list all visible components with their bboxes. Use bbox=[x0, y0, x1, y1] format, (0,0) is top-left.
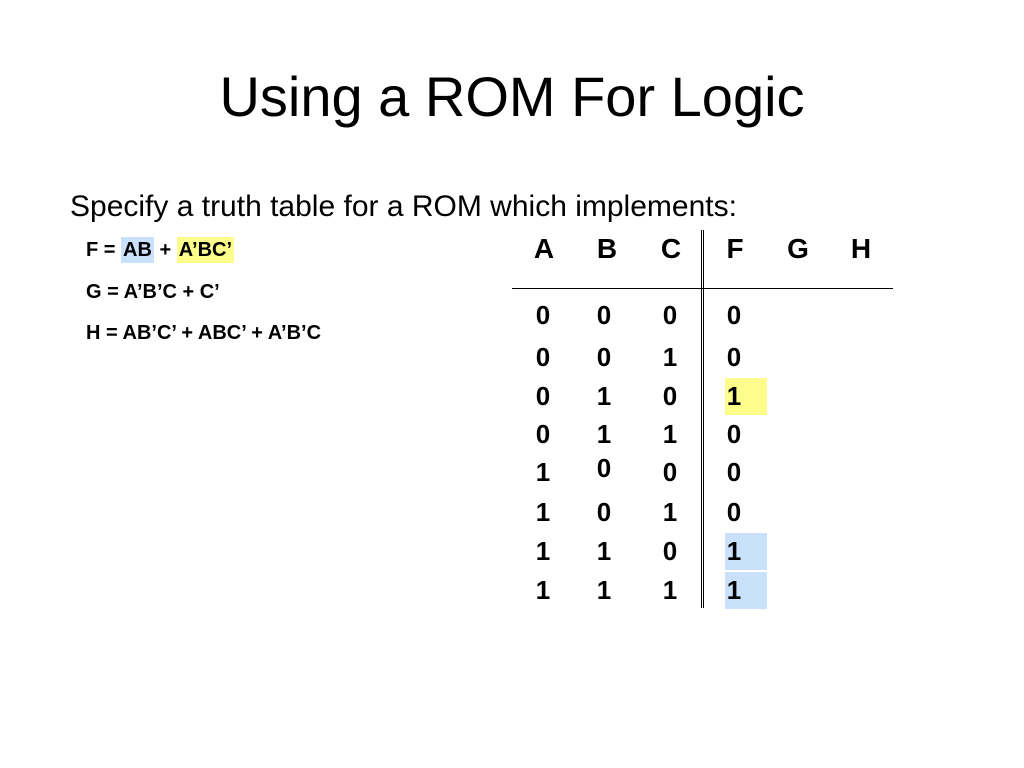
equation-f: F = AB + A’BC’ bbox=[86, 235, 235, 265]
cell-c: 1 bbox=[662, 575, 678, 605]
cell-a: 1 bbox=[535, 497, 551, 527]
cell-c: 0 bbox=[662, 457, 678, 487]
f-highlight-yellow bbox=[725, 378, 767, 415]
cell-f: 1 bbox=[726, 536, 742, 566]
f-highlight-blue bbox=[725, 572, 767, 609]
slide-title: Using a ROM For Logic bbox=[219, 65, 805, 128]
cell-f: 0 bbox=[726, 419, 742, 449]
input-output-divider bbox=[701, 230, 704, 608]
cell-f: 0 bbox=[726, 457, 742, 487]
cell-a: 0 bbox=[535, 300, 551, 330]
cell-a: 1 bbox=[535, 457, 551, 487]
header-a: A bbox=[533, 233, 555, 264]
cell-f: 1 bbox=[726, 575, 742, 605]
header-h: H bbox=[850, 233, 872, 264]
cell-c: 0 bbox=[662, 536, 678, 566]
header-underline bbox=[512, 288, 893, 289]
equation-f-term-abc: A’BC’ bbox=[176, 237, 235, 263]
cell-a: 0 bbox=[535, 342, 551, 372]
equation-g: G = A’B’C + C’ bbox=[86, 281, 220, 303]
cell-f: 1 bbox=[726, 381, 742, 411]
cell-b: 0 bbox=[596, 342, 612, 372]
cell-f: 0 bbox=[726, 497, 742, 527]
cell-c: 1 bbox=[662, 497, 678, 527]
cell-c: 1 bbox=[662, 342, 678, 372]
cell-b: 1 bbox=[596, 536, 612, 566]
equation-f-term-ab: AB bbox=[121, 237, 154, 263]
header-b: B bbox=[596, 233, 618, 264]
header-f: F bbox=[726, 233, 744, 264]
equation-f-plus: + bbox=[153, 239, 177, 261]
f-highlight-blue bbox=[725, 533, 767, 570]
cell-b: 1 bbox=[596, 419, 612, 449]
cell-f: 0 bbox=[726, 342, 742, 372]
instruction-text: Specify a truth table for a ROM which im… bbox=[70, 190, 737, 223]
cell-c: 1 bbox=[662, 419, 678, 449]
cell-b: 1 bbox=[596, 575, 612, 605]
cell-a: 0 bbox=[535, 419, 551, 449]
equation-f-lhs: F = bbox=[86, 239, 122, 261]
cell-b: 0 bbox=[596, 300, 612, 330]
cell-c: 0 bbox=[662, 300, 678, 330]
cell-a: 0 bbox=[535, 381, 551, 411]
cell-b: 0 bbox=[596, 497, 612, 527]
cell-a: 1 bbox=[535, 536, 551, 566]
cell-c: 0 bbox=[662, 381, 678, 411]
cell-b: 1 bbox=[596, 381, 612, 411]
equation-h: H = AB’C’ + ABC’ + A’B’C bbox=[86, 322, 322, 344]
cell-a: 1 bbox=[535, 575, 551, 605]
cell-f: 0 bbox=[726, 300, 742, 330]
header-g: G bbox=[787, 233, 809, 264]
header-c: C bbox=[660, 233, 682, 264]
cell-b: 0 bbox=[596, 453, 612, 483]
